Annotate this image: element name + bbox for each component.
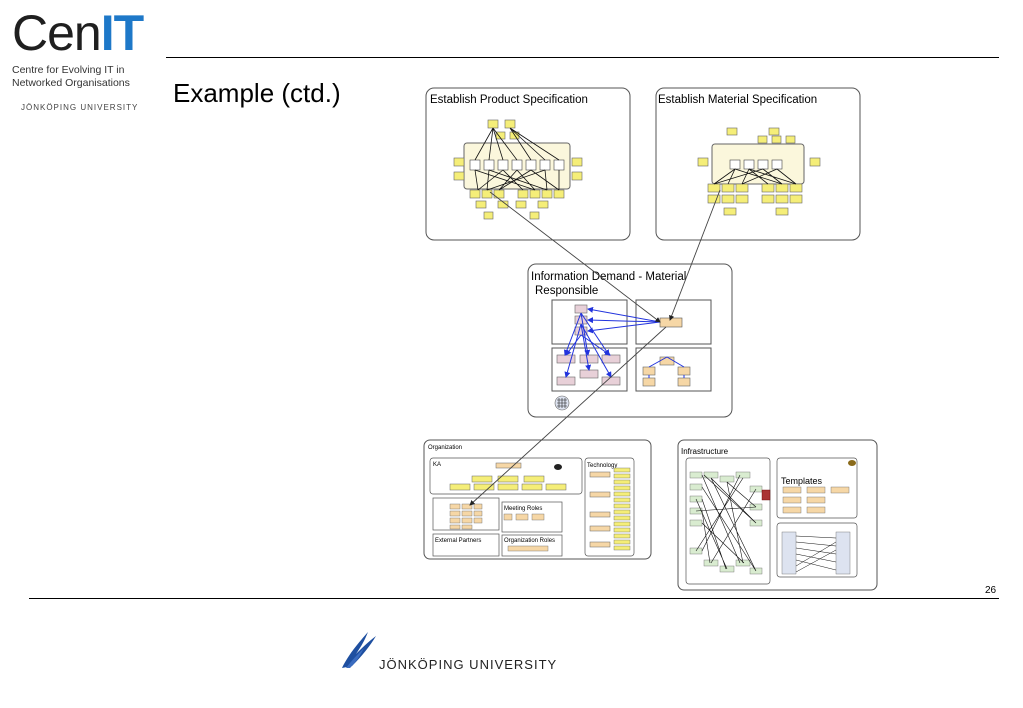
org-external-partners-label: External Partners — [435, 538, 481, 544]
panel-info-demand: Information Demand - Material Responsibl… — [527, 263, 733, 418]
grid-icon — [554, 395, 570, 411]
logo-cen-text: Cen — [12, 5, 102, 61]
panel-product-spec-title: Establish Product Specification — [430, 94, 588, 106]
org-ka-label: KA — [433, 462, 441, 468]
panel-product-spec: Establish Product Specification — [425, 87, 631, 241]
logo-tagline: Centre for Evolving IT in Networked Orga… — [12, 64, 130, 89]
tagline-line-1: Centre for Evolving IT in — [12, 64, 125, 76]
panel-info-demand-title-1: Information Demand - Material — [531, 271, 686, 283]
panel-organization-title: Organization — [428, 445, 462, 451]
top-divider — [166, 57, 999, 58]
cenit-logo: CenIT — [12, 5, 144, 61]
panel-info-demand-title-2: Responsible — [535, 285, 598, 297]
org-meeting-roles-label: Meeting Roles — [504, 506, 542, 512]
panel-organization: Organization KA Technology — [423, 439, 652, 560]
footer-university-name: JÖNKÖPING UNIVERSITY — [379, 657, 558, 672]
panel-infrastructure-title: Infrastructure — [681, 447, 729, 456]
page-number: 26 — [985, 585, 997, 596]
org-organization-roles-label: Organization Roles — [504, 538, 555, 544]
cross-panel-arrows — [469, 189, 721, 506]
logo-it-text: IT — [100, 5, 144, 61]
panel-material-spec: Establish Material Specification — [655, 87, 861, 241]
university-swan-logo-icon — [342, 632, 376, 668]
infra-templates-label: Templates — [781, 476, 823, 486]
university-small-label: JÖNKÖPING UNIVERSITY — [21, 103, 139, 112]
org-technology-label: Technology — [587, 463, 617, 469]
tagline-line-2: Networked Organisations — [12, 76, 130, 89]
panel-material-spec-title: Establish Material Specification — [658, 94, 817, 106]
slide-title: Example (ctd.) — [173, 78, 341, 108]
panel-infrastructure: Infrastructure Templates — [677, 439, 878, 591]
bottom-divider — [29, 598, 999, 599]
